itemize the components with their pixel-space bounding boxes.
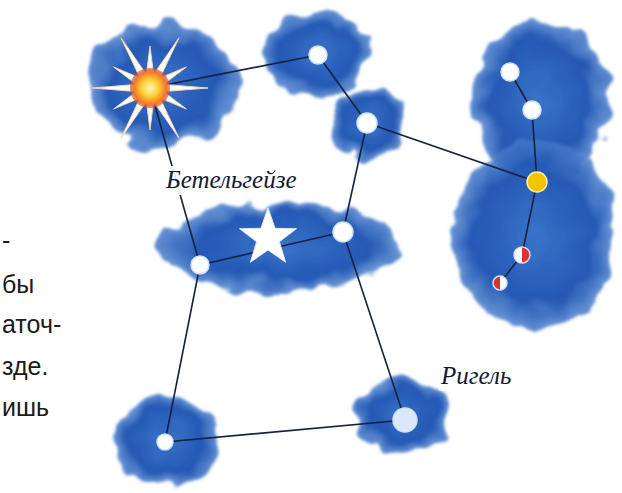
star-name: Бетельгейзе xyxy=(163,166,300,195)
star-line xyxy=(165,265,200,442)
star-burst xyxy=(92,38,208,138)
star xyxy=(357,113,377,133)
star-name: Ригель xyxy=(438,362,514,391)
star-line xyxy=(343,232,405,420)
watercolor-blobs xyxy=(88,12,617,484)
star-line xyxy=(165,420,405,442)
star xyxy=(333,222,353,242)
star xyxy=(527,172,547,192)
star-line xyxy=(367,123,537,182)
sky-blob xyxy=(453,140,617,330)
text-fragment: бы xyxy=(2,270,34,299)
star xyxy=(157,434,173,450)
star xyxy=(191,256,209,274)
star-line xyxy=(343,123,367,232)
sky-blob xyxy=(160,203,404,291)
sky-blob xyxy=(358,378,446,454)
belt-star xyxy=(240,208,297,262)
sky-blob xyxy=(114,396,218,484)
star xyxy=(309,46,327,64)
sky-blob xyxy=(328,90,408,158)
star xyxy=(501,63,519,81)
sky-blob xyxy=(266,12,370,96)
text-fragment: ишь xyxy=(2,393,49,422)
star-core xyxy=(130,68,170,108)
star xyxy=(493,276,507,290)
constellation-lines xyxy=(150,55,537,442)
text-fragment: - xyxy=(2,226,10,255)
star xyxy=(514,247,530,263)
text-fragment: аточ- xyxy=(2,310,61,339)
star-line xyxy=(318,55,367,123)
star xyxy=(523,101,541,119)
star xyxy=(393,408,417,432)
stars xyxy=(157,46,547,450)
betelgeuse-star xyxy=(92,38,208,138)
text-fragment: зде. xyxy=(2,352,48,381)
